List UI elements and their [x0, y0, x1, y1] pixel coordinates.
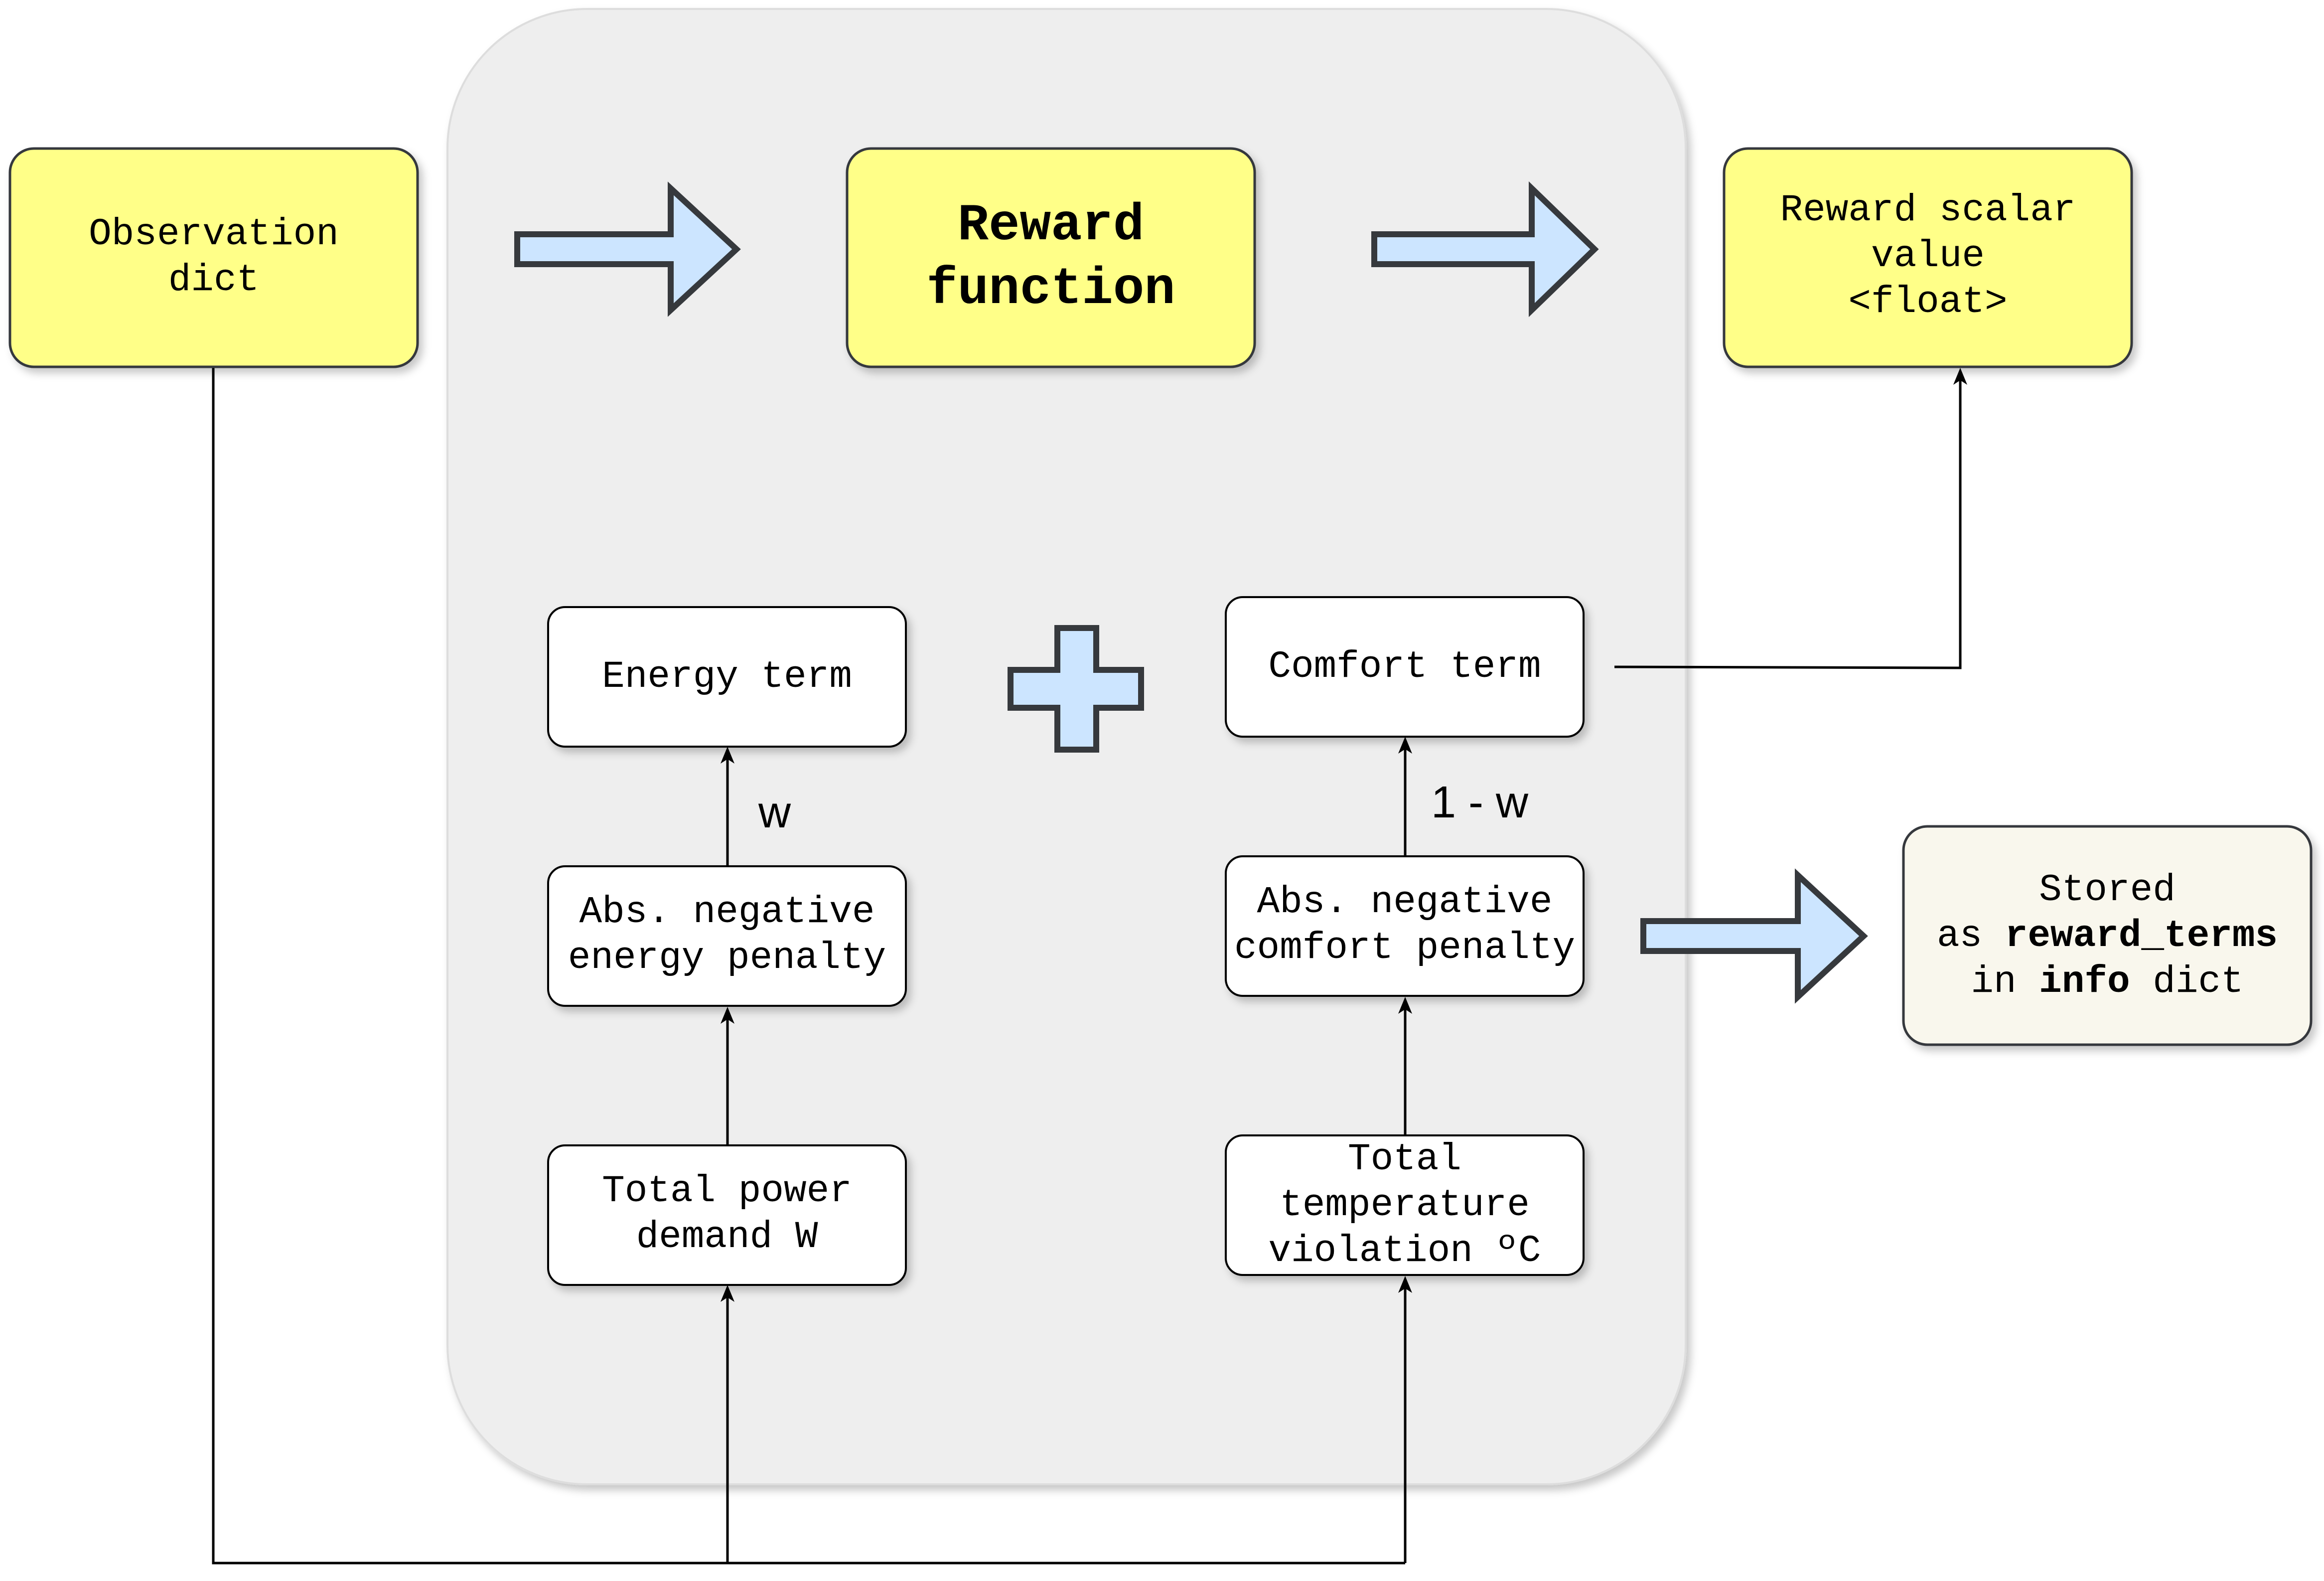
arrowhead-reward-scalar	[1953, 368, 1967, 385]
comfort-term-box	[1225, 596, 1585, 738]
stored-box	[1902, 825, 2313, 1046]
stored-line3-suffix: dict	[2130, 960, 2244, 1003]
power-demand-label-line2: demand W	[636, 1216, 818, 1259]
observation-label-line2: dict	[168, 259, 259, 302]
reward-function-label-line2: function	[926, 260, 1175, 319]
reward-scalar-label-line3: <float>	[1848, 281, 2007, 323]
stored-label-line2: as reward_terms	[1937, 915, 2278, 957]
observation-dict-box	[8, 147, 419, 368]
arrowhead-temperature-violation	[1398, 1276, 1412, 1293]
comfort-penalty-label-line2: comfort penalty	[1234, 927, 1575, 969]
connector-lines	[212, 368, 1962, 1565]
comfort-penalty-label-line1: Abs. negative	[1257, 881, 1553, 924]
energy-penalty-box	[547, 865, 907, 1007]
arrowheads	[721, 368, 1967, 1302]
observation-label-line1: Observation	[89, 213, 339, 256]
stored-label-line1: Stored	[2039, 869, 2176, 912]
stored-line3-bold: info	[2039, 960, 2130, 1003]
arrowhead-comfort-penalty	[1398, 997, 1412, 1014]
observation-to-reward-arrow-icon	[514, 181, 741, 317]
stored-line2-prefix: as	[1937, 915, 2005, 957]
stored-line3-prefix: in	[1971, 960, 2039, 1003]
reward-scalar-label-line2: value	[1871, 235, 1985, 278]
penalty-to-stored-arrow-icon	[1640, 868, 1868, 1004]
reward-function-label-line1: Reward	[958, 196, 1144, 255]
energy-term-box	[547, 606, 907, 748]
block-arrows	[514, 181, 1868, 1004]
reward-scalar-box	[1723, 147, 2133, 368]
stored-line2-bold: reward_terms	[2005, 915, 2278, 957]
comfort-term-to-reward-scalar-line	[1614, 373, 1962, 669]
comfort-term-label: Comfort term	[1268, 645, 1541, 688]
comfort-penalty-box	[1225, 855, 1585, 997]
reward-to-scalar-arrow-icon	[1371, 181, 1599, 317]
energy-penalty-label-line2: energy penalty	[568, 937, 886, 979]
temperature-violation-label-line3: violation ºC	[1268, 1230, 1541, 1272]
stored-label-line3: in info dict	[1971, 960, 2243, 1003]
reward-function-box	[846, 147, 1256, 368]
temperature-violation-label-line2: temperature	[1280, 1184, 1530, 1227]
reward-scalar-label-line1: Reward scalar	[1780, 189, 2076, 232]
arrowhead-energy-term	[721, 747, 734, 764]
energy-penalty-label-line1: Abs. negative	[580, 891, 875, 934]
temperature-violation-box	[1225, 1134, 1585, 1276]
arrowhead-energy-penalty	[721, 1007, 734, 1024]
power-demand-box	[547, 1144, 907, 1286]
power-demand-label-line1: Total power	[602, 1170, 852, 1213]
temperature-violation-label-line1: Total	[1348, 1138, 1461, 1181]
plus-icon	[1008, 625, 1144, 753]
observation-to-inputs-line	[212, 368, 1405, 1565]
comfort-weight-label: 1 - w	[1431, 778, 1529, 827]
energy-term-label: Energy term	[602, 655, 852, 698]
arrowhead-comfort-term	[1398, 737, 1412, 754]
arrowhead-power-demand	[721, 1285, 734, 1302]
energy-weight-label: w	[758, 788, 791, 837]
